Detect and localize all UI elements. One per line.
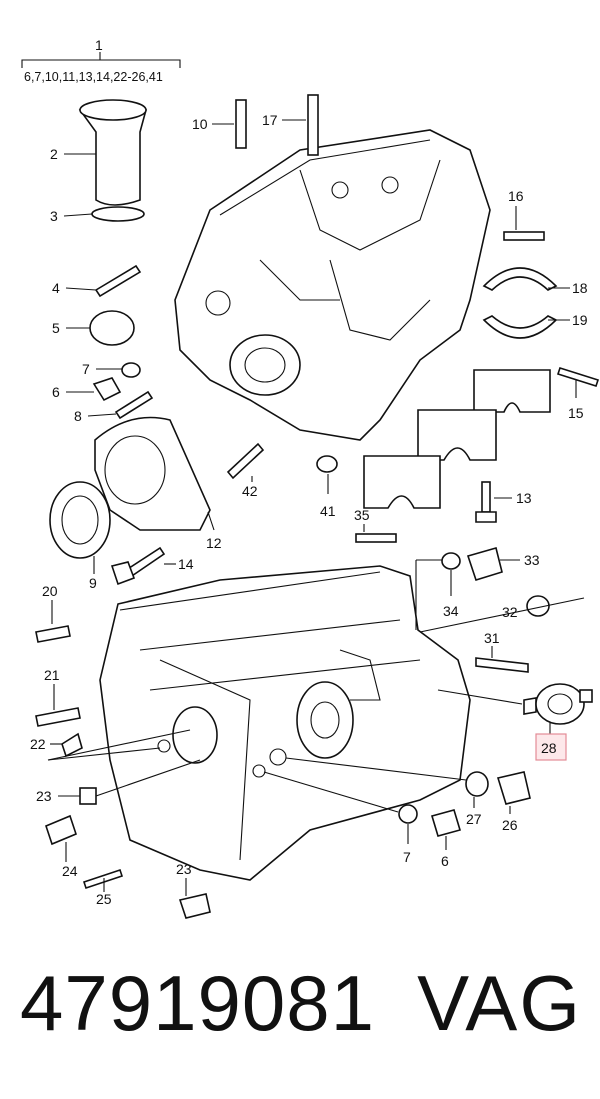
stud-4-part — [94, 264, 142, 298]
callout-7-lower: 7 — [403, 849, 411, 865]
seal-9-part — [49, 481, 111, 559]
bolt-13-part — [481, 481, 491, 513]
callout-24: 24 — [62, 863, 78, 879]
callout-13: 13 — [516, 490, 532, 506]
callout-6-upper: 6 — [52, 384, 60, 400]
dowel-41-part — [316, 455, 338, 473]
plug-26-part — [496, 771, 531, 805]
callout-18: 18 — [572, 280, 588, 296]
bearing-cap-upper-part — [473, 369, 551, 413]
callout-10: 10 — [192, 116, 208, 132]
callout-32: 32 — [502, 604, 518, 620]
callout-25: 25 — [96, 891, 112, 907]
callout-33: 33 — [524, 552, 540, 568]
sensor-28-part — [523, 683, 593, 725]
pin-25-part — [82, 868, 124, 890]
plug-32-part — [526, 595, 550, 617]
callout-2: 2 — [50, 146, 58, 162]
stud-10-part — [235, 99, 247, 149]
callout-27: 27 — [466, 811, 482, 827]
stud-42-part — [226, 442, 265, 480]
stud-31-part — [475, 657, 529, 673]
washer-27-part — [465, 771, 489, 797]
callout-14: 14 — [178, 556, 194, 572]
callout-6-lower: 6 — [441, 853, 449, 869]
stud-16-part — [503, 231, 545, 241]
bearing-cap-middle-part — [417, 409, 497, 461]
callout-41: 41 — [320, 503, 336, 519]
lower-engine-block — [99, 565, 471, 881]
bearing-shell-18-part — [482, 267, 558, 291]
plug-5-part — [89, 310, 135, 346]
callout-9: 9 — [89, 575, 97, 591]
callout-31: 31 — [484, 630, 500, 646]
callout-19: 19 — [572, 312, 588, 328]
callout-42: 42 — [242, 483, 258, 499]
callout-7-upper: 7 — [82, 361, 90, 377]
callout-1-contents: 6,7,10,11,13,14,22-26,41 — [24, 70, 163, 84]
callout-28-highlight — [535, 733, 567, 761]
part-number-text: 47919081 — [20, 959, 376, 1047]
callout-12: 12 — [206, 535, 222, 551]
plug-6-part — [92, 377, 122, 402]
callout-4: 4 — [52, 280, 60, 296]
plug-6-lower-part — [430, 809, 462, 837]
sleeve-23-upper-part — [79, 787, 97, 805]
stud-8-part — [114, 390, 154, 420]
washer-7-lower-part — [398, 804, 418, 824]
cylinder-liner-part — [78, 99, 147, 222]
stud-17-part — [307, 94, 319, 156]
callout-35: 35 — [354, 507, 370, 523]
callout-23-upper: 23 — [36, 788, 52, 804]
brand-text: VAG — [417, 959, 582, 1047]
callout-20: 20 — [42, 583, 58, 599]
callout-1-number: 1 — [95, 37, 103, 53]
callout-21: 21 — [44, 667, 60, 683]
sleeve-24-part — [45, 814, 77, 846]
callout-8: 8 — [74, 408, 82, 424]
callout-3: 3 — [50, 208, 58, 224]
callout-5: 5 — [52, 320, 60, 336]
group-bracket-1: 1 6,7,10,11,13,14,22-26,41 — [21, 37, 181, 84]
callout-17: 17 — [262, 112, 278, 128]
washer-7-part — [121, 362, 141, 378]
bearing-shell-19-part — [482, 315, 558, 339]
engine-block-exploded-diagram: 1 6,7,10,11,13,14,22-26,41 2 3 10 17 4 5… — [21, 37, 600, 919]
pin-21-part — [35, 707, 81, 727]
callout-34: 34 — [443, 603, 459, 619]
spring-pin-22-part — [61, 732, 83, 758]
plug-23-lower-part — [178, 893, 211, 919]
upper-engine-block — [174, 129, 491, 441]
callout-28: 28 — [541, 740, 557, 756]
washer-34-part — [441, 552, 461, 570]
callout-23-lower: 23 — [176, 861, 192, 877]
bearing-cap-lower-part — [363, 455, 441, 509]
stud-15-part — [556, 367, 600, 387]
pin-20-part — [35, 625, 71, 643]
callout-16: 16 — [508, 188, 524, 204]
plug-33-part — [466, 547, 503, 581]
stud-35-part — [355, 533, 397, 543]
callout-22: 22 — [30, 736, 46, 752]
callout-15: 15 — [568, 405, 584, 421]
flange-12-part — [94, 416, 211, 531]
callout-26: 26 — [502, 817, 518, 833]
